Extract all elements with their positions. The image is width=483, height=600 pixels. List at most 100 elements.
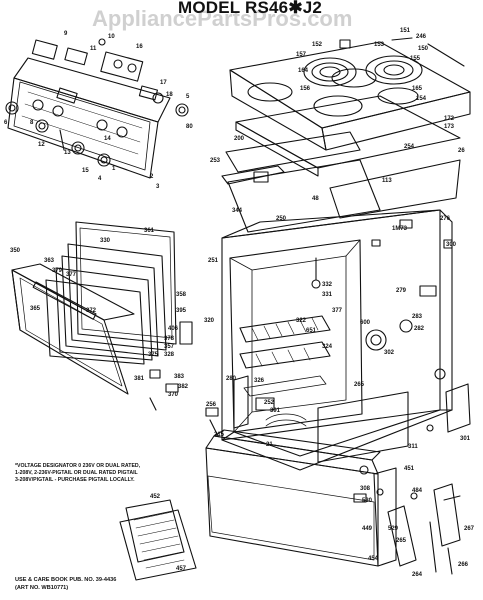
part-label: 264: [412, 572, 423, 578]
part-label: 451: [404, 466, 415, 472]
part-label: 21: [266, 442, 273, 448]
part-label: 13: [64, 150, 71, 156]
part-label: 17: [160, 80, 167, 86]
part-label: 322: [296, 318, 307, 324]
part-label: 256: [206, 402, 217, 408]
part-label: 328: [164, 352, 175, 358]
part-label: 164: [298, 68, 309, 74]
top-controls: [31, 38, 159, 101]
part-label: 372: [86, 308, 97, 314]
part-label: 80: [186, 124, 193, 130]
part-label: 378: [164, 336, 175, 342]
part-label: 157: [296, 52, 307, 58]
part-label: 344: [232, 208, 243, 214]
part-label: 153: [374, 42, 385, 48]
part-label: 391: [270, 408, 281, 414]
part-label: 172: [444, 116, 455, 122]
control-knobs: [5, 92, 189, 167]
part-label: 26: [458, 148, 465, 154]
part-label: 266: [458, 562, 469, 568]
part-label: 279: [396, 288, 407, 294]
part-label: 165: [412, 86, 423, 92]
part-label: 383: [174, 374, 185, 380]
footer-reference: USE & CARE BOOK PUB. NO. 39-4436 (ART NO…: [15, 576, 116, 592]
part-label: 150: [418, 46, 429, 52]
part-label: 113: [382, 178, 392, 184]
part-label: 48: [312, 196, 319, 202]
part-label: 406: [168, 326, 179, 332]
part-label: 308: [360, 486, 371, 492]
part-label: 449: [362, 526, 373, 532]
part-label: 382: [178, 384, 189, 390]
door-hardware: [149, 369, 179, 411]
part-label: 330: [100, 238, 111, 244]
part-label: 14: [104, 136, 111, 142]
voltage-note-line: 1-208V, 2-236V-PIGTAIL OR DUAL RATED PIG…: [15, 470, 138, 476]
part-label: 200: [234, 136, 245, 142]
part-label: 2: [150, 174, 154, 180]
part-label: 300: [446, 242, 457, 248]
part-label: 152: [312, 42, 323, 48]
part-label: 3: [156, 184, 160, 190]
part-label: 254: [404, 144, 415, 150]
oven-body: [221, 209, 453, 471]
part-label: 377: [332, 308, 343, 314]
part-label: 357: [164, 344, 175, 350]
part-label: 1: [112, 166, 116, 172]
part-label: 173: [444, 124, 455, 130]
part-label: 253: [210, 158, 221, 164]
part-label: 215: [214, 432, 225, 438]
part-label: 8: [30, 120, 34, 126]
part-label: 370: [168, 392, 179, 398]
part-label: 452: [150, 494, 161, 500]
part-labels: 9 11 16 10 17 18 2 3 5 6 8 12 13 14 15 4…: [4, 28, 475, 578]
part-label: 282: [414, 326, 425, 332]
part-label: 331: [322, 292, 333, 298]
part-label: 395: [176, 308, 187, 314]
part-label: 9: [64, 31, 68, 37]
part-label: 246: [416, 34, 427, 40]
part-label: 267: [464, 526, 475, 532]
part-label: 252: [264, 400, 275, 406]
control-panel: [7, 57, 171, 179]
part-label: 154: [416, 96, 427, 102]
part-label: 301: [460, 436, 471, 442]
oven-door: [11, 221, 193, 395]
part-label: 6: [4, 120, 8, 126]
part-label: 18: [166, 92, 173, 98]
part-label: 332: [322, 282, 333, 288]
right-hardware: [387, 219, 471, 575]
voltage-note-line: 3-208V/PIGTAIL - PURCHASE PIGTAIL LOCALL…: [15, 477, 135, 483]
part-label: 600: [360, 320, 371, 326]
part-label: 276: [440, 216, 451, 222]
part-label: 12: [38, 142, 45, 148]
voltage-note: *VOLTAGE DESIGNATOR 0 236V OR DUAL RATED…: [15, 463, 140, 484]
part-label: 363: [44, 258, 55, 264]
part-label: 320: [204, 318, 215, 324]
part-label: 484: [412, 488, 423, 494]
part-label: 265: [354, 382, 365, 388]
part-label: 379: [52, 268, 63, 274]
broiler-parts: [205, 375, 307, 437]
watermark-text: AppliancePartsPros.com: [92, 6, 353, 31]
part-label: 350: [10, 248, 21, 254]
storage-drawer: [205, 429, 397, 567]
part-label: 311: [408, 444, 418, 450]
part-label: 529: [388, 526, 399, 532]
part-label: 265: [396, 538, 407, 544]
art-number: (ART NO. WB10771): [15, 585, 69, 591]
part-label: 375: [148, 352, 159, 358]
part-label: 283: [412, 314, 423, 320]
part-label: 454: [368, 556, 379, 562]
part-label: 302: [384, 350, 395, 356]
cooktop-frame: [221, 95, 461, 233]
part-label: 326: [254, 378, 265, 384]
part-label: 358: [176, 292, 187, 298]
part-label: 361: [144, 228, 155, 234]
cooktop: [229, 37, 471, 151]
part-label: 155: [410, 56, 421, 62]
part-label: 250: [276, 216, 287, 222]
part-label: 10: [108, 34, 115, 40]
